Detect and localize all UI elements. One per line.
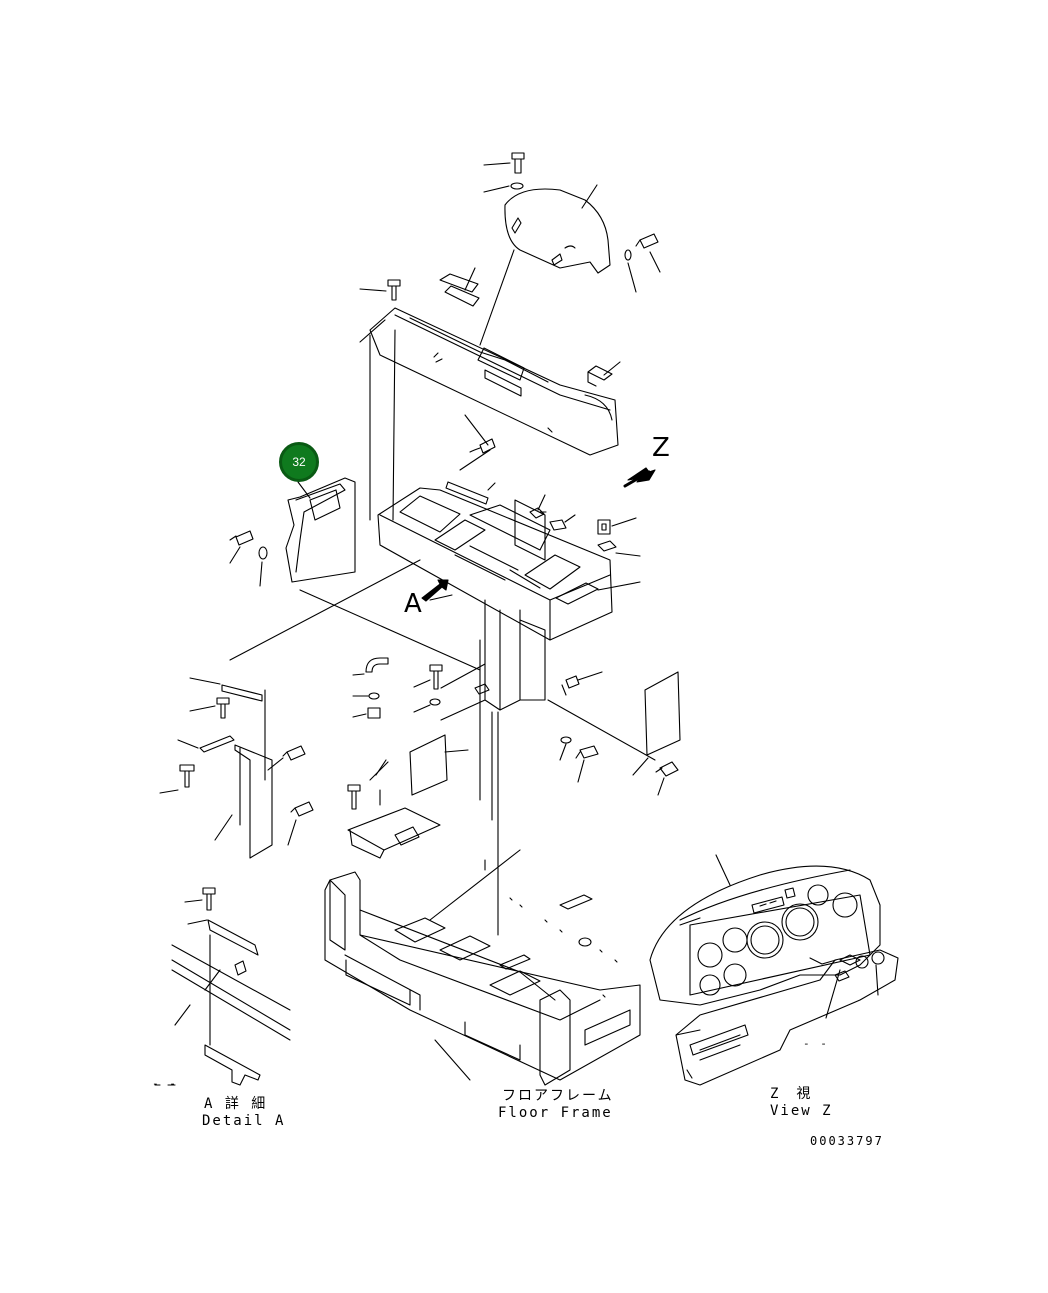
dash-marks-left: - - bbox=[152, 1077, 178, 1090]
view-z-title-jp: Z 視 bbox=[770, 1086, 813, 1102]
guide-lines bbox=[229, 329, 491, 671]
floor-frame bbox=[324, 849, 641, 1086]
view-z bbox=[649, 854, 899, 1086]
top-hood-group bbox=[479, 152, 661, 346]
left-side-panel bbox=[229, 477, 356, 587]
dash-marks-right: - - bbox=[803, 1037, 829, 1050]
fittings bbox=[352, 657, 490, 721]
center-console bbox=[377, 414, 641, 641]
dashboard-panel bbox=[359, 267, 621, 456]
view-z-arrow-label: Z bbox=[652, 433, 670, 463]
left-bracket-group bbox=[159, 677, 314, 859]
callout-32[interactable]: 32 bbox=[279, 442, 319, 482]
view-z-title-en: View Z bbox=[770, 1103, 833, 1119]
drawing-number: 00033797 bbox=[810, 1134, 884, 1148]
detail-a-title-jp: A 詳 細 bbox=[204, 1096, 268, 1112]
view-a-arrow bbox=[421, 579, 449, 602]
view-a-arrow-label: A bbox=[404, 589, 422, 619]
detail-a bbox=[154, 887, 291, 1086]
view-z-arrow bbox=[623, 467, 656, 488]
right-plate bbox=[559, 671, 681, 796]
floor-frame-title-en: Floor Frame bbox=[498, 1105, 613, 1121]
bracket-plate bbox=[347, 639, 481, 859]
column bbox=[484, 599, 656, 936]
detail-a-title-en: Detail A bbox=[202, 1113, 286, 1129]
floor-frame-title-jp: フロアフレーム bbox=[502, 1088, 614, 1104]
